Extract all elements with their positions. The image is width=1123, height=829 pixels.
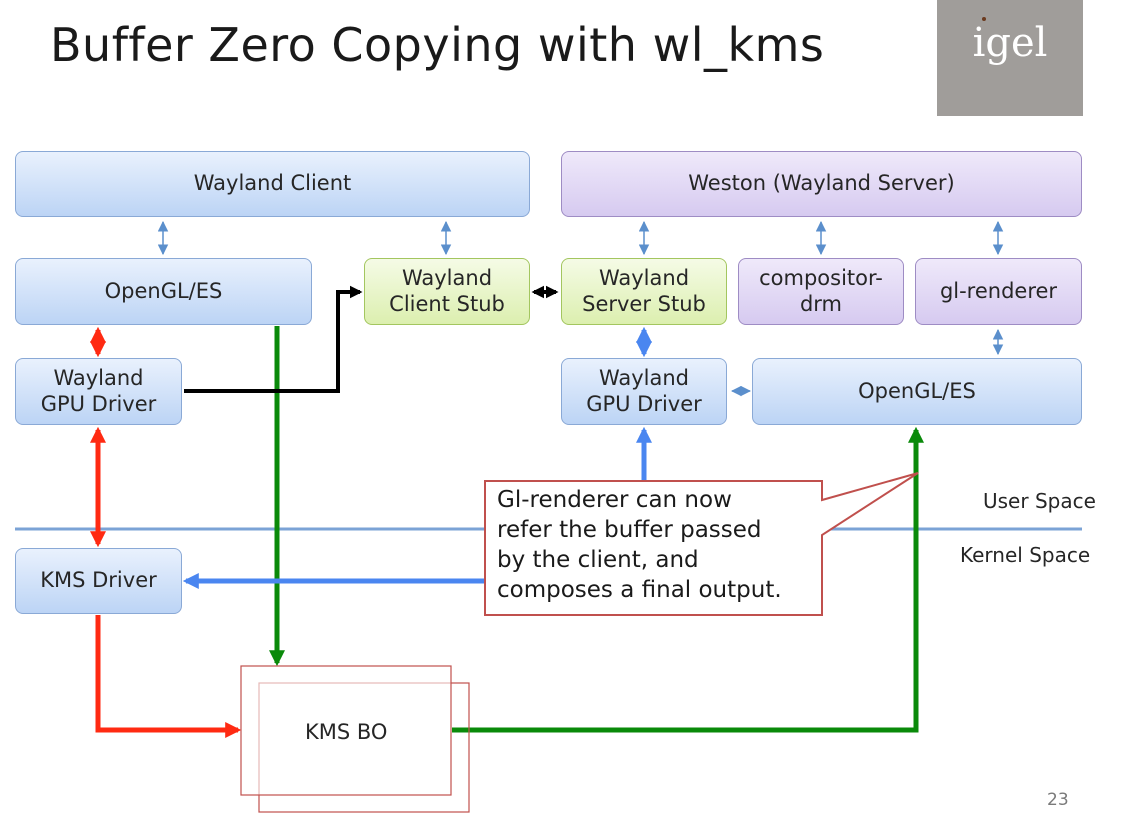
opengl-right-box: OpenGL/ES xyxy=(752,358,1082,425)
server-stub-line1: Wayland xyxy=(598,266,690,291)
gpu-driver-left-line2: GPU Driver xyxy=(40,391,157,416)
green-arrow-bo-opengl xyxy=(452,426,925,733)
gl-renderer-box: gl-renderer xyxy=(915,258,1082,325)
opengl-right-label: OpenGL/ES xyxy=(858,378,976,403)
client-stub-box: Wayland Client Stub xyxy=(364,258,530,325)
gpu-driver-right-line1: Wayland xyxy=(598,366,690,391)
page-number: 23 xyxy=(1047,790,1069,810)
server-stub-line2: Server Stub xyxy=(582,291,706,316)
weston-label: Weston (Wayland Server) xyxy=(688,171,955,196)
gpu-driver-left-line1: Wayland xyxy=(53,366,144,391)
gpu-driver-right-line2: GPU Driver xyxy=(586,391,702,416)
kms-bo-front xyxy=(240,665,452,796)
client-stub-line2: Client Stub xyxy=(389,291,505,316)
black-arrow-gpudriver-clientstub xyxy=(184,285,363,393)
kernel-space-label: Kernel Space xyxy=(960,543,1091,567)
client-stub-line1: Wayland xyxy=(401,266,493,291)
logo-text: igel xyxy=(972,20,1048,66)
logo-dot xyxy=(982,17,986,21)
igel-logo: igel xyxy=(937,0,1083,116)
gpu-driver-left-box: Wayland GPU Driver xyxy=(15,358,182,425)
kms-driver-box: KMS Driver xyxy=(15,548,182,614)
kms-bo-label: KMS BO xyxy=(305,720,388,744)
compositor-drm-box: compositor- drm xyxy=(738,258,904,325)
slide-title: Buffer Zero Copying with wl_kms xyxy=(50,18,825,72)
compositor-line1: compositor- xyxy=(759,266,883,291)
gpu-driver-right-box: Wayland GPU Driver xyxy=(561,358,727,425)
callout-line-1: Gl-renderer can now xyxy=(497,487,732,513)
kms-driver-label: KMS Driver xyxy=(40,568,157,593)
callout-line-3: by the client, and xyxy=(497,547,699,573)
weston-box: Weston (Wayland Server) xyxy=(561,151,1082,217)
callout-line-4: composes a final output. xyxy=(497,577,782,603)
opengl-left-label: OpenGL/ES xyxy=(104,278,223,303)
callout-shape xyxy=(484,472,919,616)
server-stub-box: Wayland Server Stub xyxy=(561,258,727,325)
gl-renderer-label: gl-renderer xyxy=(939,278,1058,303)
user-space-label: User Space xyxy=(983,489,1096,513)
wayland-client-label: Wayland Client xyxy=(193,171,352,196)
callout-line-2: refer the buffer passed xyxy=(497,517,762,543)
callout-text: Gl-renderer can now refer the buffer pas… xyxy=(497,485,782,605)
opengl-left-box: OpenGL/ES xyxy=(15,258,312,325)
wayland-client-box: Wayland Client xyxy=(15,151,530,217)
red-arrow-kms-bo xyxy=(95,615,242,739)
compositor-line2: drm xyxy=(799,291,843,316)
